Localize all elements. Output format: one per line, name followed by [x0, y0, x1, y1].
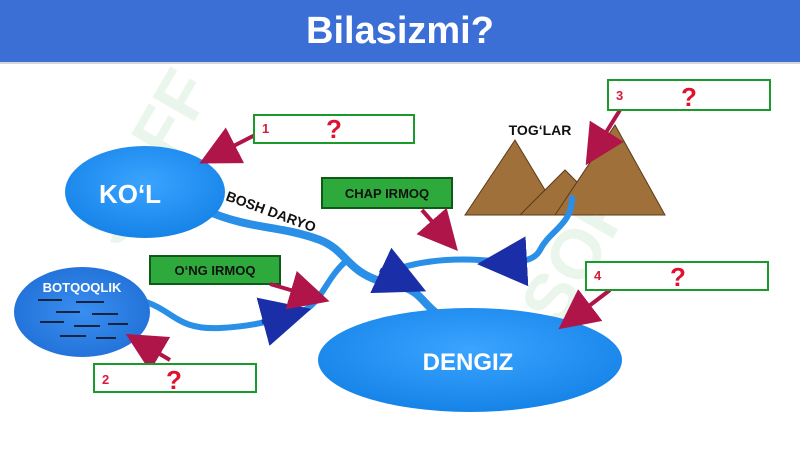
- page-title: Bilasizmi?: [306, 9, 494, 52]
- question-box-1[interactable]: 1 ?: [253, 114, 415, 144]
- question-box-4-mark: ?: [670, 262, 686, 292]
- swamp-shape: [14, 267, 150, 357]
- right-tributary-label-box: [149, 255, 281, 285]
- lake-label: KO‘L: [99, 179, 161, 209]
- right-tributary-label: O‘NG IRMOQ: [175, 263, 256, 278]
- swamp-texture: [38, 299, 128, 339]
- left-tributary-label-box: [321, 177, 453, 209]
- lake-shape: [65, 146, 225, 238]
- title-divider: [0, 62, 800, 64]
- pointer-box-4: [558, 288, 612, 330]
- flow-arrow-left-tributary: [477, 236, 529, 287]
- question-box-4-number: 4: [594, 268, 602, 283]
- question-box-4[interactable]: 4 ?: [585, 261, 769, 292]
- pointer-box-2: [125, 333, 172, 372]
- question-box-3[interactable]: 3 ?: [607, 79, 771, 112]
- question-box-2[interactable]: 2 ?: [93, 363, 257, 395]
- left-tributary-label: CHAP IRMOQ: [345, 186, 429, 201]
- pointer-box-3: [585, 108, 624, 166]
- question-box-3-mark: ?: [681, 82, 697, 112]
- swamp-label: BOTQOQLIK: [43, 280, 122, 295]
- question-box-2-mark: ?: [166, 365, 182, 395]
- question-box-1-mark: ?: [326, 114, 342, 144]
- flow-arrow-main: [370, 247, 427, 294]
- question-box-3-number: 3: [616, 88, 623, 103]
- flow-arrow-right-tributary: [256, 297, 312, 346]
- pointer-box-1: [199, 127, 256, 164]
- pointer-right-tributary: [269, 270, 330, 310]
- title-bar: Bilasizmi?: [0, 0, 800, 62]
- sea-label: DENGIZ: [423, 349, 514, 376]
- mountains-label: TOG‘LAR: [509, 122, 572, 138]
- question-box-1-number: 1: [262, 121, 269, 136]
- sea-shape: [318, 308, 622, 412]
- pointer-left-tributary: [416, 207, 458, 252]
- question-box-2-number: 2: [102, 372, 109, 387]
- mountains-shape: [464, 124, 666, 216]
